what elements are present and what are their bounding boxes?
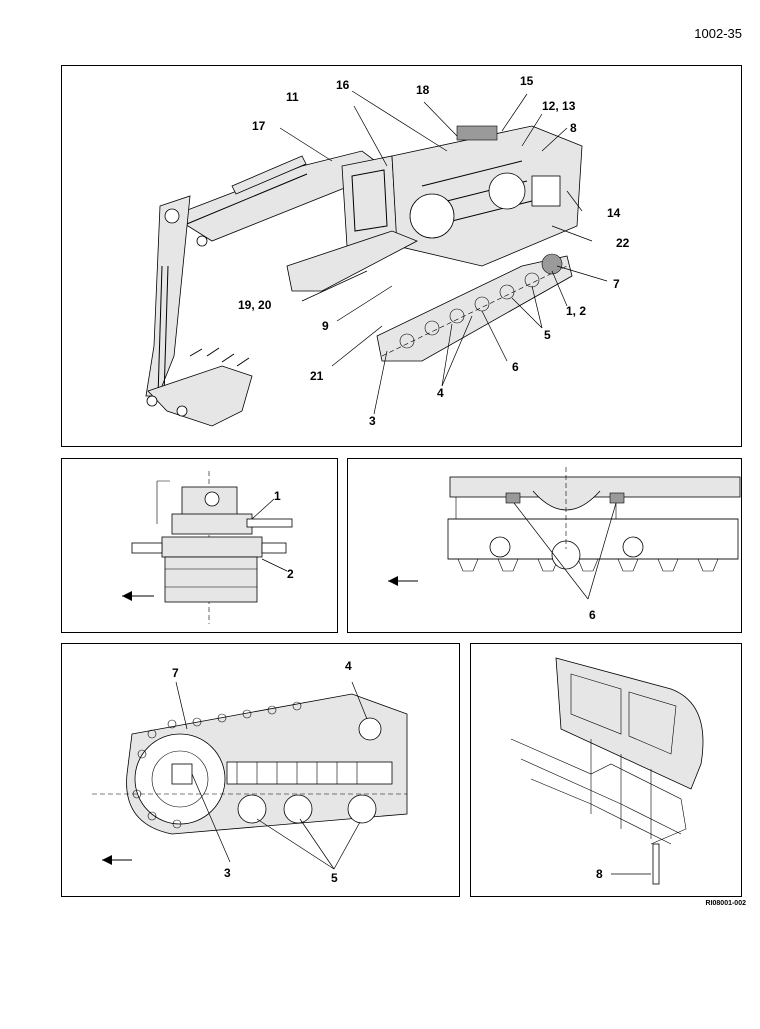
callout-3-idler: 3 [224, 866, 231, 880]
callout-12-13: 12, 13 [542, 99, 576, 113]
final-drive-panel: 1 2 [61, 458, 338, 633]
callout-1-2: 1, 2 [566, 304, 587, 318]
callout-7: 7 [613, 277, 620, 291]
counterweight-panel: 8 [470, 643, 742, 897]
callout-6: 6 [512, 360, 519, 374]
lower-rollers-drawing [388, 467, 741, 600]
callout-19-20: 19, 20 [238, 298, 272, 312]
figure-id: RI08001-002 [705, 900, 746, 907]
callout-18: 18 [416, 83, 430, 97]
track-idler-drawing [92, 681, 408, 870]
final-drive-drawing [122, 471, 293, 624]
callout-7-idler: 7 [172, 666, 179, 680]
callout-16: 16 [336, 78, 350, 92]
page-number: 1002-35 [694, 26, 742, 41]
callout-1: 1 [274, 489, 281, 503]
overview-panel: 16 18 15 11 12, 13 8 17 14 22 7 19, 20 1… [61, 65, 742, 447]
callout-15: 15 [520, 74, 534, 88]
callout-11: 11 [286, 90, 299, 104]
lower-rollers-panel: 6 [347, 458, 742, 633]
callout-8: 8 [570, 121, 577, 135]
callout-9: 9 [322, 319, 329, 333]
callout-2: 2 [287, 567, 294, 581]
callout-8-bolt: 8 [596, 867, 603, 881]
track-idler-panel: 7 4 3 5 [61, 643, 460, 897]
callout-5-track: 5 [331, 871, 338, 885]
callout-21: 21 [310, 369, 324, 383]
callout-4-tensioner: 4 [345, 659, 352, 673]
callout-17: 17 [252, 119, 266, 133]
callout-22: 22 [616, 236, 630, 250]
callout-14: 14 [607, 206, 621, 220]
callout-4: 4 [437, 386, 444, 400]
callout-5: 5 [544, 328, 551, 342]
callout-3: 3 [369, 414, 376, 428]
excavator-overview-drawing [145, 90, 608, 427]
counterweight-drawing [510, 657, 704, 885]
callout-6-rollers: 6 [589, 608, 596, 622]
